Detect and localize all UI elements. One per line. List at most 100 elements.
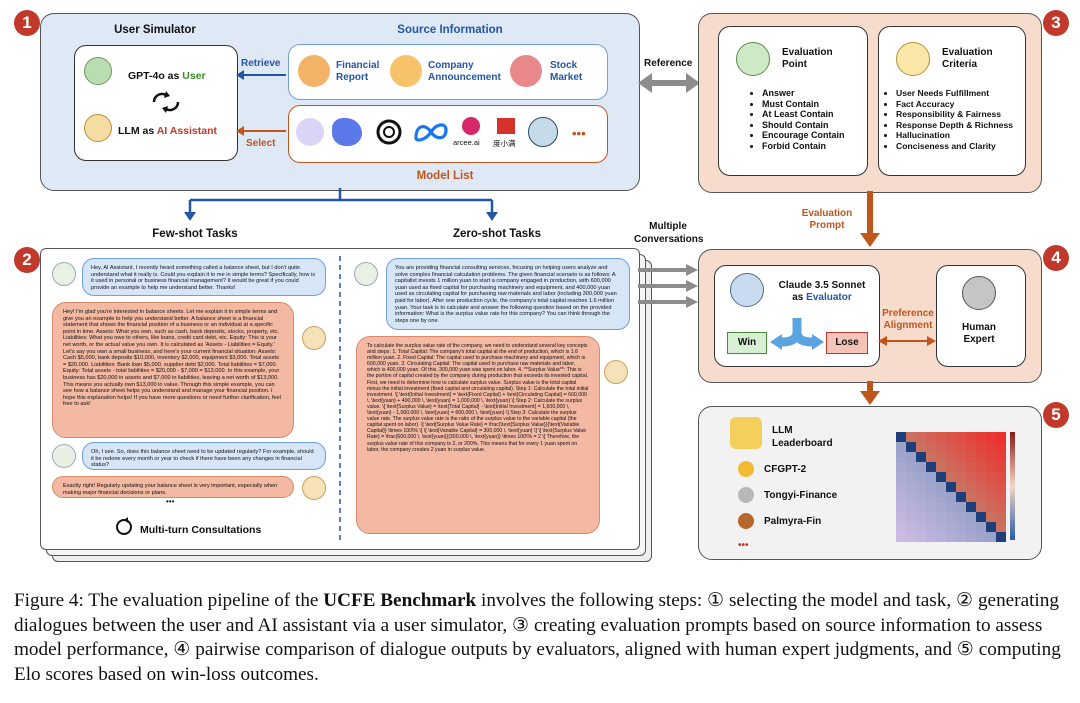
checklist-icon — [736, 42, 770, 76]
heatmap-cell — [996, 462, 1006, 472]
step-number-4: 4 — [1043, 245, 1069, 271]
heatmap-cell — [946, 522, 956, 532]
heatmap-cell — [956, 442, 966, 452]
few-shot-user-message-1: Hey, AI Assistant, I recently heard some… — [82, 258, 326, 296]
few-zero-divider — [339, 256, 341, 540]
heatmap-cell — [936, 472, 946, 482]
user-avatar-icon — [354, 262, 378, 286]
evaluation-point-item: Should Contain — [762, 120, 845, 131]
cycle-arrows-icon — [152, 91, 180, 113]
silver-medal-icon — [738, 487, 754, 503]
few-shot-more: ••• — [166, 497, 175, 506]
leaderboard-entry-1: CFGPT-2 — [764, 464, 807, 475]
heatmap-cell — [966, 462, 976, 472]
company-announcement-icon — [390, 55, 422, 87]
heatmap-cell — [986, 492, 996, 502]
scale-icon — [730, 273, 764, 307]
step-number-2: 2 — [14, 247, 40, 273]
heatmap-cell — [976, 442, 986, 452]
heatmap-cell — [906, 442, 916, 452]
user-model-label: GPT-4o as User — [128, 70, 206, 82]
heatmap-cell — [936, 482, 946, 492]
reference-double-arrow — [638, 73, 700, 93]
heatmap-cell — [956, 472, 966, 482]
heatmap-cell — [906, 492, 916, 502]
heatmap-cell — [946, 472, 956, 482]
heatmap-cell — [996, 532, 1006, 542]
model-logo-meta-icon — [414, 123, 448, 142]
select-label: Select — [246, 138, 276, 149]
heatmap-cell — [936, 512, 946, 522]
user-avatar-icon — [52, 262, 76, 286]
heatmap-cell — [976, 452, 986, 462]
heatmap-cell — [946, 432, 956, 442]
heatmap-cell — [906, 482, 916, 492]
user-avatar-icon — [84, 57, 112, 85]
heatmap-cell — [986, 522, 996, 532]
evaluation-criteria-item: Responsibility & Fairness — [896, 109, 1013, 120]
heatmap-cell — [966, 512, 976, 522]
heatmap-cell — [926, 522, 936, 532]
evaluation-point-item: Must Contain — [762, 99, 845, 110]
heatmap-cell — [966, 502, 976, 512]
heatmap-cell — [966, 442, 976, 452]
heatmap-cell — [986, 452, 996, 462]
leaderboard-entry-3: Palmyra-Fin — [764, 516, 822, 527]
few-shot-user-message-2: Oh, I see. So, does this balance sheet n… — [82, 442, 326, 470]
lose-badge: Lose — [826, 332, 868, 354]
heatmap-cell — [936, 522, 946, 532]
heatmap-cell — [976, 462, 986, 472]
heatmap-cell — [996, 482, 1006, 492]
preference-alignment-arrow — [878, 336, 936, 346]
trophy-icon — [730, 417, 762, 449]
human-expert-label: Human Expert — [962, 322, 996, 345]
heatmap-cell — [926, 492, 936, 502]
heatmap-cell — [926, 442, 936, 452]
heatmap-cell — [936, 462, 946, 472]
multiple-conversation-arrows — [638, 264, 698, 308]
assistant-model-label: LLM as AI Assistant — [118, 125, 217, 137]
evaluation-point-title: Evaluation Point — [782, 47, 833, 70]
heatmap-cell — [976, 522, 986, 532]
heatmap-cell — [946, 482, 956, 492]
heatmap-cell — [946, 442, 956, 452]
few-shot-label: Few-shot Tasks — [152, 228, 238, 240]
few-shot-assistant-message-2: Exactly right! Regularly updating your b… — [52, 476, 294, 498]
elo-heatmap — [896, 432, 1006, 542]
model-logo-deepseek-icon — [332, 118, 362, 146]
heatmap-cell — [916, 462, 926, 472]
heatmap-cell — [916, 442, 926, 452]
model-logo-1-icon — [296, 118, 324, 146]
heatmap-cell — [936, 502, 946, 512]
heatmap-cell — [946, 462, 956, 472]
heatmap-cell — [896, 522, 906, 532]
heatmap-cell — [956, 482, 966, 492]
heatmap-cell — [946, 512, 956, 522]
evaluation-point-item: Encourage Contain — [762, 130, 845, 141]
stock-market-icon — [510, 55, 542, 87]
heatmap-cell — [896, 472, 906, 482]
heatmap-cell — [996, 492, 1006, 502]
model-logo-openai-icon — [376, 119, 402, 145]
elo-arrow — [860, 381, 880, 405]
source-financial-report: Financial Report — [336, 60, 380, 83]
robot-assistant-icon — [302, 326, 326, 350]
heatmap-cell — [926, 482, 936, 492]
heatmap-cell — [906, 472, 916, 482]
heatmap-cell — [976, 482, 986, 492]
source-information-title: Source Information — [397, 24, 503, 36]
heatmap-cell — [956, 462, 966, 472]
evaluation-point-item: Forbid Contain — [762, 141, 845, 152]
model-logo-arcee-caption: arcee.ai — [453, 138, 480, 147]
zero-shot-label: Zero-shot Tasks — [453, 228, 541, 240]
heatmap-cell — [976, 502, 986, 512]
model-list-title: Model List — [416, 170, 474, 182]
clipboard-icon — [896, 42, 930, 76]
heatmap-cell — [966, 452, 976, 462]
reference-label: Reference — [644, 58, 693, 69]
heatmap-cell — [916, 452, 926, 462]
evaluation-criteria-item: User Needs Fulfillment — [896, 88, 1013, 99]
heatmap-cell — [946, 502, 956, 512]
heatmap-cell — [966, 472, 976, 482]
source-stock-market: Stock Market — [550, 60, 583, 83]
